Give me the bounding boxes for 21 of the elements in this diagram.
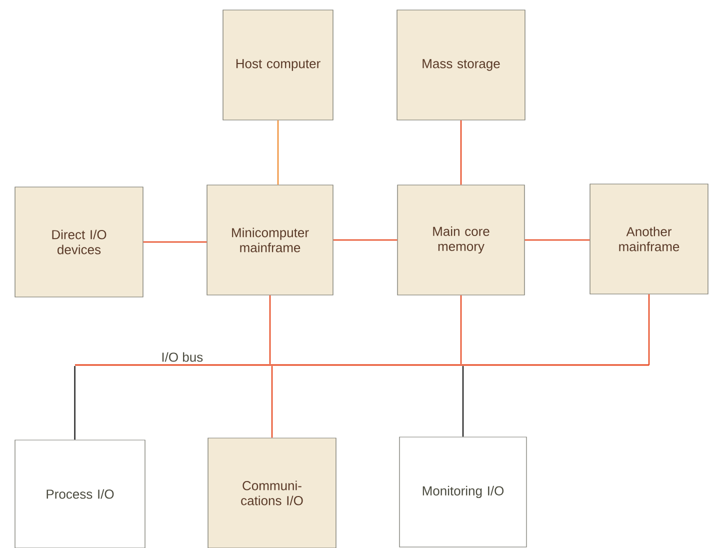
component-box: Communi- cations I/O <box>208 438 336 548</box>
bus-label: I/O bus <box>162 352 203 362</box>
component-box: Main core memory <box>397 184 525 296</box>
connector-line <box>74 366 76 440</box>
component-box: Mass storage <box>396 10 526 120</box>
connector-line <box>277 120 279 185</box>
connector-line <box>524 239 590 241</box>
connector-line <box>269 295 271 364</box>
connector-line <box>460 120 462 185</box>
component-box: Host computer <box>222 10 334 120</box>
component-box: Another mainframe <box>590 184 708 294</box>
connector-line <box>143 241 207 243</box>
connector-line <box>333 239 398 241</box>
component-box: Direct I/O devices <box>14 186 144 298</box>
component-box: Process I/O <box>14 440 146 548</box>
component-box: Minicomputer mainframe <box>206 184 334 296</box>
connector-line <box>460 295 462 364</box>
connector-line <box>648 294 650 366</box>
component-box: Monitoring I/O <box>399 436 527 548</box>
connector-line <box>271 366 273 438</box>
connector-line <box>462 366 464 437</box>
